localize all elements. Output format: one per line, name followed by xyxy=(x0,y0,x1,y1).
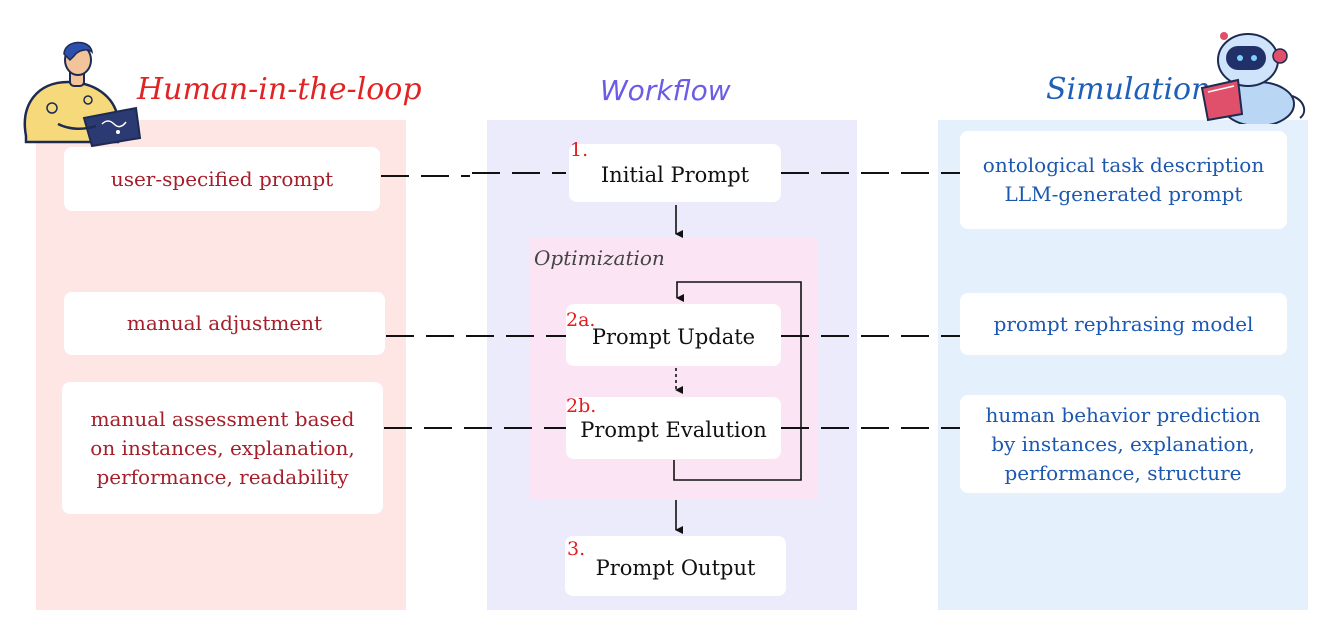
step-2a-number: 2a. xyxy=(566,309,596,331)
robot-with-tablet-icon xyxy=(1196,26,1314,127)
prompt-rephrasing-text: prompt rephrasing model xyxy=(993,311,1254,336)
simulation-prompt-line: ontological task description xyxy=(982,153,1265,177)
manual-assessment-line: manual assessment based xyxy=(90,406,355,431)
prompt-update-box: Prompt Update xyxy=(566,304,781,366)
prompt-update-label: Prompt Update xyxy=(591,324,756,349)
behavior-prediction-line: performance, structure xyxy=(1004,460,1242,485)
behavior-prediction-line: by instances, explanation, xyxy=(991,431,1255,456)
user-specified-prompt-text: user-specified prompt xyxy=(110,166,334,191)
initial-prompt-label: Initial Prompt xyxy=(600,162,750,187)
manual-assessment-box: manual assessment based on instances, ex… xyxy=(62,382,383,514)
prompt-evaluation-box: Prompt Evalution xyxy=(566,397,781,459)
simulation-title: Simulation xyxy=(1046,72,1211,107)
manual-adjustment-text: manual adjustment xyxy=(126,311,323,335)
prompt-output-label: Prompt Output xyxy=(595,555,756,580)
human-with-laptop-icon xyxy=(18,38,146,150)
workflow-title: Workflow xyxy=(600,74,731,107)
optimization-label: Optimization xyxy=(534,246,665,270)
manual-adjustment-box: manual adjustment xyxy=(64,292,385,355)
step-3-number: 3. xyxy=(567,538,586,560)
prompt-rephrasing-box: prompt rephrasing model xyxy=(960,293,1287,355)
behavior-prediction-box: human behavior prediction by instances, … xyxy=(960,395,1286,493)
prompt-output-box: Prompt Output xyxy=(565,536,786,596)
manual-assessment-line: performance, readability xyxy=(96,464,349,489)
initial-prompt-box: Initial Prompt xyxy=(569,144,781,202)
step-1-number: 1. xyxy=(570,139,589,161)
manual-assessment-line: on instances, explanation, xyxy=(90,435,355,460)
behavior-prediction-line: human behavior prediction xyxy=(985,402,1261,427)
feedback-loop xyxy=(673,281,802,481)
simulation-prompt-line: LLM-generated prompt xyxy=(1004,182,1243,206)
step-2b-number: 2b. xyxy=(566,395,597,417)
simulation-prompt-box: ontological task description LLM-generat… xyxy=(960,131,1287,229)
user-specified-prompt-box: user-specified prompt xyxy=(64,147,380,211)
prompt-evaluation-label: Prompt Evalution xyxy=(580,417,767,442)
human-in-the-loop-title: Human-in-the-loop xyxy=(137,72,422,107)
